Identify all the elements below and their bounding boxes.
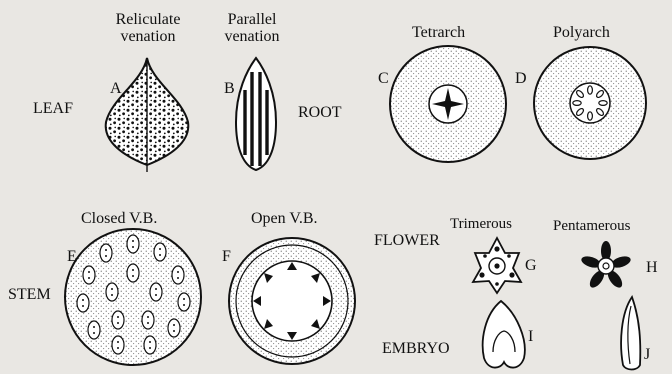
open-vb-label: Open V.B. (251, 210, 318, 227)
marker-d: D (515, 70, 527, 87)
trimerous-flower (473, 238, 521, 293)
reticulate-venation-label: Reliculate venation (102, 11, 194, 45)
pentamerous-flower (580, 241, 632, 290)
flower-label: FLOWER (374, 232, 440, 249)
marker-i: I (528, 328, 533, 345)
closed-vb-label: Closed V.B. (81, 210, 157, 227)
polyarch-label: Polyarch (553, 24, 610, 41)
pentamerous-label: Pentamerous (553, 218, 630, 235)
monocot-embryo (483, 301, 525, 368)
marker-f: F (222, 248, 231, 265)
marker-e: E (67, 248, 77, 265)
polyarch-root (534, 47, 646, 159)
stem-label: STEM (8, 286, 51, 303)
dicot-embryo (621, 297, 640, 370)
marker-a: A (110, 80, 122, 97)
marker-h: H (646, 259, 658, 276)
marker-g: G (525, 257, 537, 274)
tetrarch-root (390, 46, 506, 162)
marker-b: B (224, 80, 235, 97)
marker-j: J (644, 346, 650, 363)
leaf-label: LEAF (33, 100, 73, 117)
root-label: ROOT (298, 104, 342, 121)
reticulate-leaf (106, 58, 189, 172)
open-vb-stem (229, 238, 355, 364)
embryo-label: EMBRYO (382, 340, 450, 357)
parallel-leaf (236, 58, 276, 170)
marker-c: C (378, 70, 389, 87)
closed-vb-stem (65, 229, 201, 365)
trimerous-label: Trimerous (450, 216, 512, 233)
tetrarch-label: Tetrarch (412, 24, 465, 41)
parallel-venation-label: Parallel venation (206, 11, 298, 45)
